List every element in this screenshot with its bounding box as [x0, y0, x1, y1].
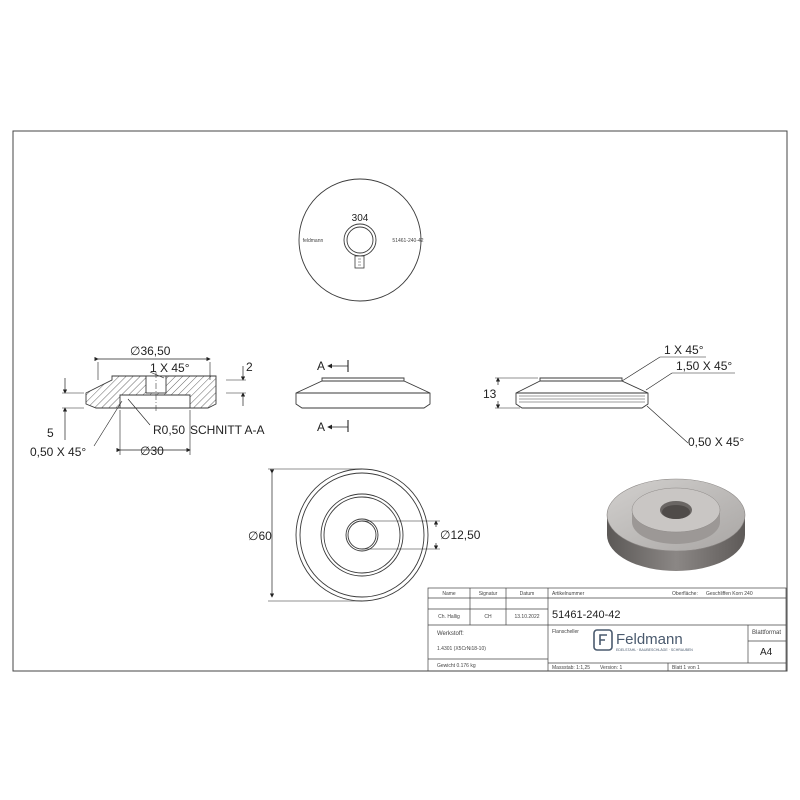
- dim-plan-outer: ∅60: [248, 529, 272, 543]
- dim-side-chamfer-2: 1,50 X 45°: [676, 359, 732, 373]
- feldmann-logo-icon: [593, 629, 613, 651]
- article-mark: 51461-240-42: [392, 238, 423, 244]
- tb-header-material: Werkstoff:: [437, 631, 464, 637]
- tb-company: Feldmann: [616, 631, 683, 648]
- tb-sheet: Blatt 1 von 1: [672, 665, 700, 671]
- drawing-frame: [12, 130, 788, 672]
- tb-format: A4: [760, 647, 773, 658]
- dim-side-height: 13: [483, 387, 497, 401]
- tb-header-name: Name: [442, 591, 456, 597]
- tb-weight: Gewicht 0.176 kg: [437, 663, 476, 669]
- tb-date: 13.10.2022: [514, 614, 539, 620]
- top-view: [298, 178, 422, 302]
- tb-article: 51461-240-42: [552, 609, 621, 621]
- tb-header-format: Blattformat: [752, 630, 781, 636]
- tb-material: 1.4301 (X5CrNi18-10): [437, 646, 486, 652]
- tb-header-signature: Signatur: [479, 591, 498, 597]
- dim-outer-top: ∅36,50: [130, 344, 171, 358]
- section-title: SCHNITT A-A: [190, 423, 264, 437]
- tb-header-product: Flanscheller: [552, 629, 579, 635]
- tb-scale: Massstab: 1:1,25: [552, 665, 590, 671]
- cut-marker-bottom: A: [317, 420, 325, 434]
- side-view: [495, 356, 735, 444]
- brand-mark: feldmann: [303, 238, 324, 244]
- dim-height-right: 2: [246, 360, 253, 374]
- dim-height-left: 5: [47, 426, 54, 440]
- material-mark: 304: [352, 213, 369, 224]
- title-block: [427, 587, 787, 672]
- cut-marker-top: A: [317, 359, 325, 373]
- render-3d: [606, 478, 746, 571]
- section-view: [62, 356, 246, 455]
- dim-side-chamfer-3: 0,50 X 45°: [688, 435, 744, 449]
- dim-bottom-diameter: ∅30: [140, 444, 164, 458]
- dim-side-chamfer-1: 1 X 45°: [664, 343, 704, 357]
- tb-surface-value: Geschliffen Korn 240: [706, 591, 753, 597]
- tb-header-date: Datum: [520, 591, 535, 597]
- tb-header-surface: Oberfläche:: [672, 591, 698, 597]
- dim-chamfer-top: 1 X 45°: [150, 361, 190, 375]
- plan-view: [268, 468, 440, 602]
- tb-name: Ch. Hallig: [438, 614, 460, 620]
- tb-version: Version: 1: [600, 665, 622, 671]
- dim-chamfer-bottom: 0,50 X 45°: [30, 445, 86, 459]
- dim-radius: R0,50: [153, 423, 185, 437]
- tb-header-article: Artikelnummer: [552, 591, 585, 597]
- tb-company-sub: EDELSTAHL · BAUBESCHLÄGE · SCHRAUBEN: [616, 648, 693, 652]
- tb-signature: CH: [484, 614, 492, 620]
- front-view: [295, 360, 431, 432]
- dim-plan-hole: ∅12,50: [440, 528, 481, 542]
